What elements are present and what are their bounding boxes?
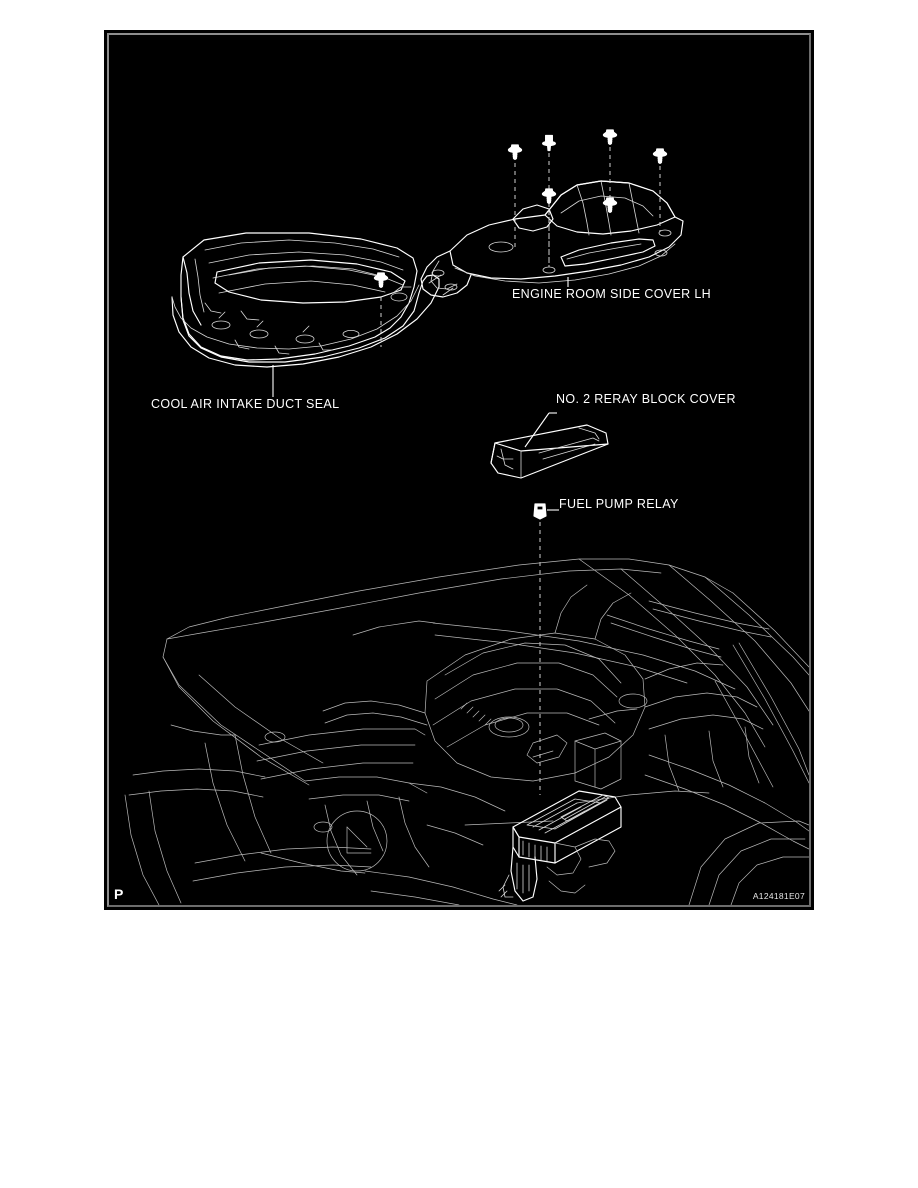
page-marker: P [114, 886, 124, 902]
callout-label-fuel-pump-relay: FUEL PUMP RELAY [559, 497, 679, 511]
callout-label-cool-air-intake-duct-seal: COOL AIR INTAKE DUCT SEAL [151, 397, 340, 411]
part-engine-room-side-cover-lh [420, 129, 684, 298]
engine-compartment-view [124, 558, 809, 905]
part-cool-air-intake-duct-seal [171, 232, 440, 397]
figure-artwork: .ln { fill:none; stroke:#ffffff; stroke-… [109, 35, 809, 905]
callout-label-engine-room-side-cover-lh: ENGINE ROOM SIDE COVER LH [512, 287, 712, 301]
relay-block-assembly [464, 790, 710, 902]
part-fuel-pump-relay [533, 503, 559, 795]
callout-label-no-2-relay-block-cover: NO. 2 RERAY BLOCK COVER [556, 392, 736, 406]
figure-frame: .ln { fill:none; stroke:#ffffff; stroke-… [104, 30, 814, 910]
figure-id-code: A124181E07 [752, 890, 805, 901]
part-no-2-relay-block-cover [490, 412, 609, 479]
